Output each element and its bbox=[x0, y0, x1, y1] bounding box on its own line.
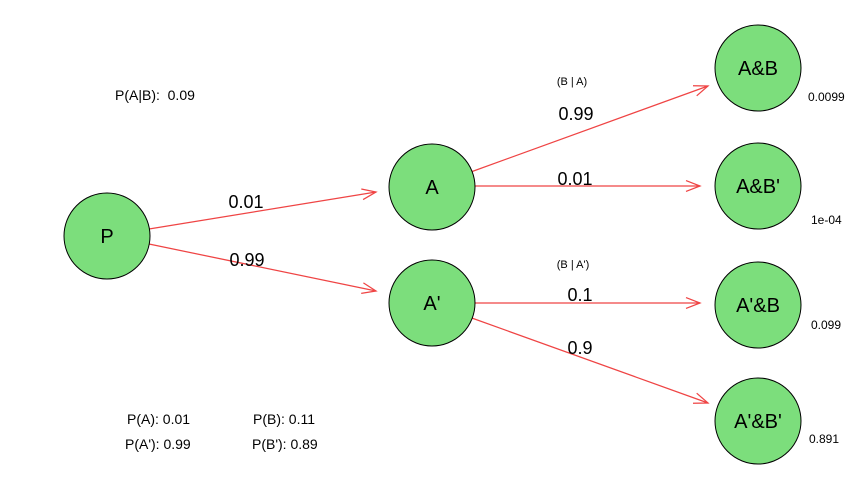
node-abprime: A&B' bbox=[714, 142, 802, 230]
node-abprime-circle bbox=[714, 142, 802, 230]
leaf-value-ab: 0.0099 bbox=[808, 90, 845, 104]
prior-aprime-label: P(A'): 0.99 bbox=[125, 436, 191, 452]
node-a-circle bbox=[388, 143, 476, 231]
arrowhead-aprime-aprimeb bbox=[685, 297, 702, 309]
node-ab-circle bbox=[714, 24, 802, 112]
edge-label-a-ab: 0.99 bbox=[558, 104, 593, 124]
node-aprime-label: A' bbox=[423, 293, 440, 315]
node-aprimebprime-circle bbox=[714, 377, 802, 465]
leaf-value-aprimebprime: 0.891 bbox=[809, 432, 839, 446]
leaf-values: 0.0099 1e-04 0.099 0.891 bbox=[808, 90, 845, 446]
node-aprimeb: A'&B bbox=[714, 261, 802, 349]
arrowhead-p-aprime bbox=[361, 282, 378, 295]
node-abprime-label: A&B' bbox=[736, 176, 780, 198]
posterior-probability-label: P(A|B): 0.09 bbox=[115, 87, 195, 103]
edge-label-a-abprime: 0.01 bbox=[557, 169, 592, 189]
node-a-label: A bbox=[425, 177, 439, 199]
node-p-circle bbox=[63, 192, 151, 280]
edge-line-p-a bbox=[148, 191, 377, 230]
marginal-bprime-label: P(B'): 0.89 bbox=[252, 436, 318, 452]
node-aprime: A' bbox=[388, 259, 476, 347]
conditional-header-b-given-a: (B | A) bbox=[557, 76, 587, 88]
leaf-value-abprime: 1e-04 bbox=[811, 213, 842, 227]
nodes: P A A' A&B A&B' A'&B bbox=[63, 24, 802, 465]
node-aprimebprime-label: A'&B' bbox=[734, 411, 782, 433]
edge-label-aprime-aprimeb: 0.1 bbox=[567, 285, 592, 305]
conditional-header-b-given-aprime: (B | A') bbox=[557, 259, 589, 271]
node-ab: A&B bbox=[714, 24, 802, 112]
node-a: A bbox=[388, 143, 476, 231]
conditional-headers: (B | A) (B | A') bbox=[557, 76, 589, 271]
node-aprime-circle bbox=[388, 259, 476, 347]
node-ab-label: A&B bbox=[738, 58, 778, 80]
prior-a-label: P(A): 0.01 bbox=[127, 411, 190, 427]
arrowhead-a-abprime bbox=[685, 180, 702, 192]
node-p-label: P bbox=[100, 226, 113, 248]
arrowhead-aprime-aprimebprime bbox=[692, 392, 710, 404]
corner-annotations: P(A|B): 0.09 P(A): 0.01 P(A'): 0.99 P(B)… bbox=[115, 87, 318, 452]
arrowhead-p-a bbox=[361, 188, 378, 201]
edge-line-p-aprime bbox=[148, 243, 377, 292]
leaf-value-aprimeb: 0.099 bbox=[811, 318, 841, 332]
edge-label-p-aprime: 0.99 bbox=[229, 250, 264, 270]
marginal-b-label: P(B): 0.11 bbox=[253, 411, 315, 427]
edge-labels: 0.01 0.99 0.99 0.01 0.1 0.9 bbox=[228, 104, 593, 358]
node-aprimebprime: A'&B' bbox=[714, 377, 802, 465]
edge-label-p-a: 0.01 bbox=[228, 192, 263, 212]
edge-label-aprime-aprimebprime: 0.9 bbox=[567, 338, 592, 358]
node-aprimeb-circle bbox=[714, 261, 802, 349]
edge-line-a-ab bbox=[467, 85, 709, 174]
arrowhead-a-ab bbox=[692, 85, 710, 97]
node-p: P bbox=[63, 192, 151, 280]
edges bbox=[148, 85, 710, 404]
edge-line-aprime-aprimebprime bbox=[468, 316, 709, 404]
node-aprimeb-label: A'&B bbox=[736, 295, 780, 317]
